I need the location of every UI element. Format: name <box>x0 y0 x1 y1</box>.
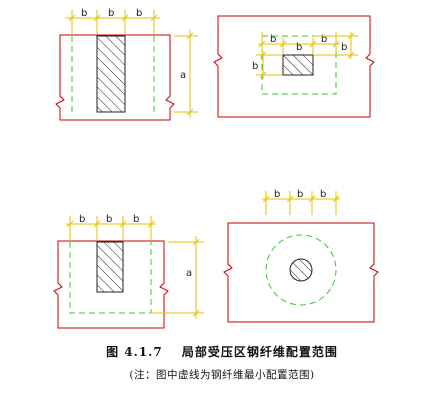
panel-top-left: b b b a <box>55 8 198 121</box>
dimension-chain-top <box>65 10 160 34</box>
dim-label-b-left: b <box>252 61 258 72</box>
dim-label-b-1: b <box>81 8 87 19</box>
panel-bottom-left: b b b a <box>53 214 204 329</box>
bearing-plate <box>96 35 126 113</box>
dim-label-b-3: b <box>320 189 326 200</box>
panel-top-right: b b b b b <box>213 15 375 118</box>
dim-label-b-1: b <box>270 34 276 45</box>
dim-label-b-1: b <box>274 189 280 200</box>
dimension-a-right <box>152 236 204 319</box>
figure-caption: 图 4.1.7 局部受压区钢纤维配置范围 <box>0 343 444 360</box>
dimension-chain-top <box>258 32 340 54</box>
dim-label-b-2: b <box>296 42 302 53</box>
panel-bottom-right: b b b <box>223 189 379 323</box>
dim-label-a: a <box>180 70 186 81</box>
dim-label-b-2: b <box>106 214 112 225</box>
dimension-chain-top <box>66 216 156 240</box>
dimension-b-right <box>314 32 358 59</box>
dim-label-b-2: b <box>297 189 303 200</box>
dimension-a-right <box>174 30 198 118</box>
dim-label-b-3: b <box>136 8 142 19</box>
section-outline <box>55 34 175 121</box>
bearing-plate <box>282 54 314 76</box>
section-outline <box>53 240 169 329</box>
dim-label-b-1: b <box>79 214 85 225</box>
section-outline <box>223 222 379 323</box>
dimension-b-left <box>256 51 282 79</box>
bearing-plate-circle <box>289 258 313 282</box>
fiber-range-dashed-rect <box>261 35 337 95</box>
figure-number: 图 4.1.7 <box>106 345 163 359</box>
section-outline <box>213 15 375 118</box>
dim-label-b-3: b <box>133 214 139 225</box>
dim-label-b-right: b <box>341 42 347 53</box>
figure-title: 局部受压区钢纤维配置范围 <box>181 345 338 359</box>
figure-note: (注：图中虚线为钢纤维最小配置范围) <box>129 369 315 381</box>
dim-label-a: a <box>186 268 192 279</box>
dim-label-b-3: b <box>321 34 327 45</box>
fiber-range-dashed-outline <box>69 242 152 314</box>
dim-label-b-2: b <box>108 8 114 19</box>
fiber-range-dashed-circle <box>265 234 337 306</box>
dimension-chain-top <box>262 191 340 215</box>
bearing-plate <box>96 241 124 293</box>
